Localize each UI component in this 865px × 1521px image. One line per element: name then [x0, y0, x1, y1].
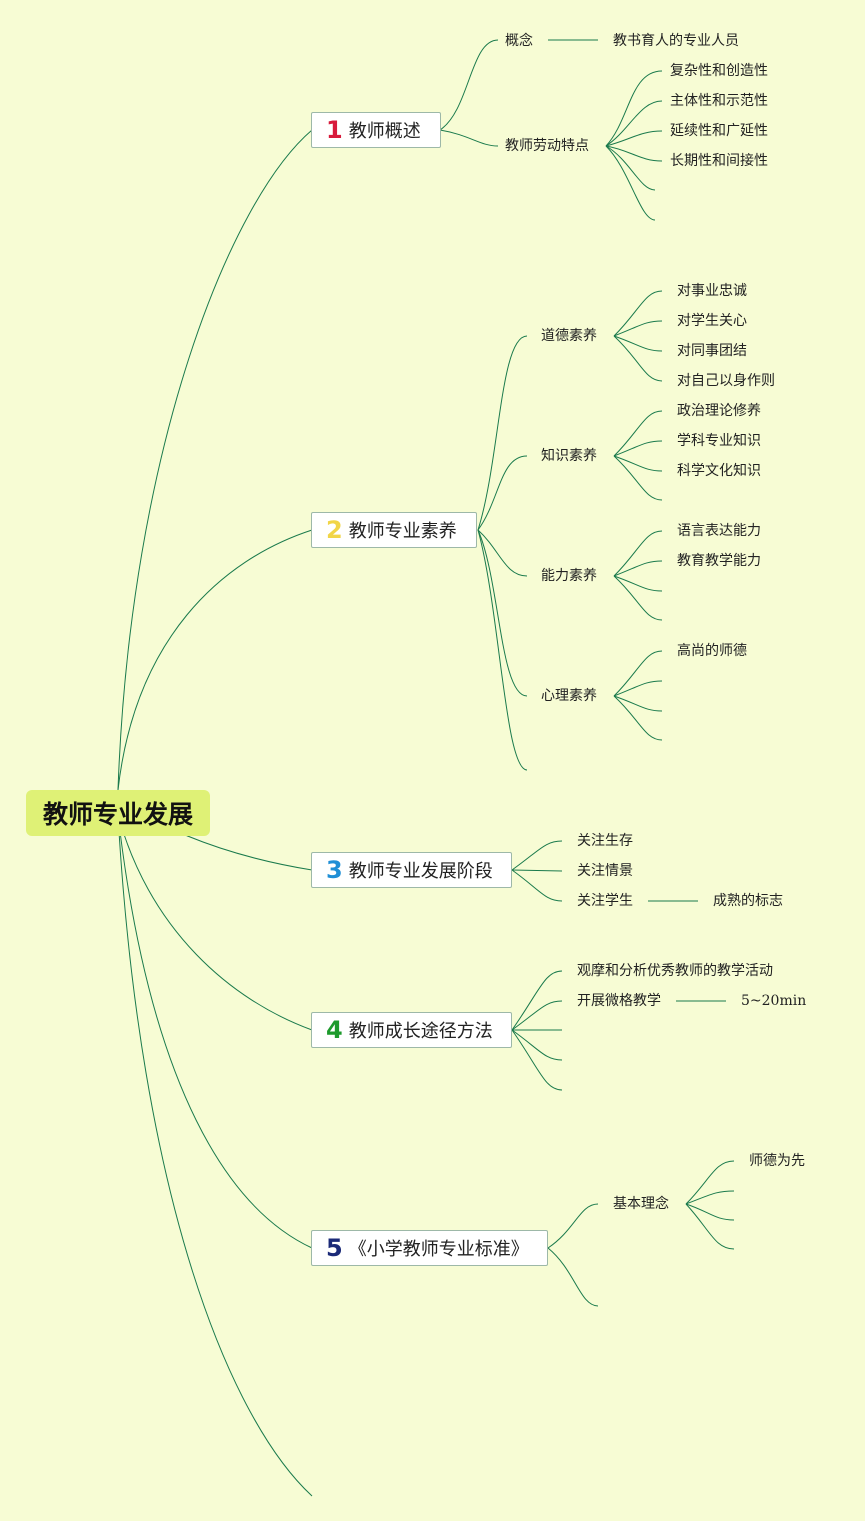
subtopic-labor-traits[interactable]: 教师劳动特点 — [505, 138, 589, 154]
topic-number-3: 3 — [326, 856, 343, 884]
topic-2[interactable]: 2 教师专业素养 — [311, 512, 477, 548]
subtopic-moral[interactable]: 道德素养 — [541, 328, 597, 344]
subtopic-basic-concept[interactable]: 基本理念 — [613, 1196, 669, 1212]
subtopic-concept-note[interactable]: 教书育人的专业人员 — [613, 33, 739, 49]
method-item[interactable]: 观摩和分析优秀教师的教学活动 — [577, 963, 773, 979]
subtopic-psychology[interactable]: 心理素养 — [541, 688, 597, 704]
moral-item[interactable]: 对同事团结 — [677, 343, 747, 359]
moral-item[interactable]: 对学生关心 — [677, 313, 747, 329]
topic-number-2: 2 — [326, 516, 343, 544]
topic-number-4: 4 — [326, 1016, 343, 1044]
labor-trait-item[interactable]: 延续性和广延性 — [670, 123, 768, 139]
topic-3[interactable]: 3 教师专业发展阶段 — [311, 852, 512, 888]
stage-item[interactable]: 关注学生 — [577, 893, 633, 909]
psychology-item[interactable]: 高尚的师德 — [677, 643, 747, 659]
topic-title-1: 教师概述 — [348, 121, 421, 142]
method-note[interactable]: 5~20min — [741, 993, 807, 1009]
topic-1[interactable]: 1 教师概述 — [311, 112, 441, 148]
labor-trait-item[interactable]: 长期性和间接性 — [670, 153, 768, 169]
topic-title-3: 教师专业发展阶段 — [348, 861, 493, 882]
ability-item[interactable]: 教育教学能力 — [677, 553, 761, 569]
moral-item[interactable]: 对事业忠诚 — [677, 283, 747, 299]
topic-title-2: 教师专业素养 — [348, 521, 457, 542]
labor-trait-item[interactable]: 复杂性和创造性 — [670, 63, 768, 79]
topic-title-5: 《小学教师专业标准》 — [348, 1239, 529, 1260]
basic-concept-item[interactable]: 师德为先 — [749, 1153, 805, 1169]
root-topic[interactable]: 教师专业发展 — [26, 790, 210, 836]
stage-item[interactable]: 关注情景 — [577, 863, 633, 879]
subtopic-concept[interactable]: 概念 — [505, 33, 533, 49]
subtopic-ability[interactable]: 能力素养 — [541, 568, 597, 584]
method-item[interactable]: 开展微格教学 — [577, 993, 661, 1009]
knowledge-item[interactable]: 政治理论修养 — [677, 403, 761, 419]
topic-4[interactable]: 4 教师成长途径方法 — [311, 1012, 512, 1048]
ability-item[interactable]: 语言表达能力 — [677, 523, 761, 539]
stage-note[interactable]: 成熟的标志 — [713, 893, 783, 909]
topic-5[interactable]: 5 《小学教师专业标准》 — [311, 1230, 548, 1266]
subtopic-knowledge[interactable]: 知识素养 — [541, 448, 597, 464]
stage-item[interactable]: 关注生存 — [577, 833, 633, 849]
topic-number-1: 1 — [326, 116, 343, 144]
knowledge-item[interactable]: 科学文化知识 — [677, 463, 761, 479]
knowledge-item[interactable]: 学科专业知识 — [677, 433, 761, 449]
moral-item[interactable]: 对自己以身作则 — [677, 373, 775, 389]
topic-number-5: 5 — [326, 1234, 343, 1262]
labor-trait-item[interactable]: 主体性和示范性 — [670, 93, 768, 109]
topic-title-4: 教师成长途径方法 — [348, 1021, 493, 1042]
